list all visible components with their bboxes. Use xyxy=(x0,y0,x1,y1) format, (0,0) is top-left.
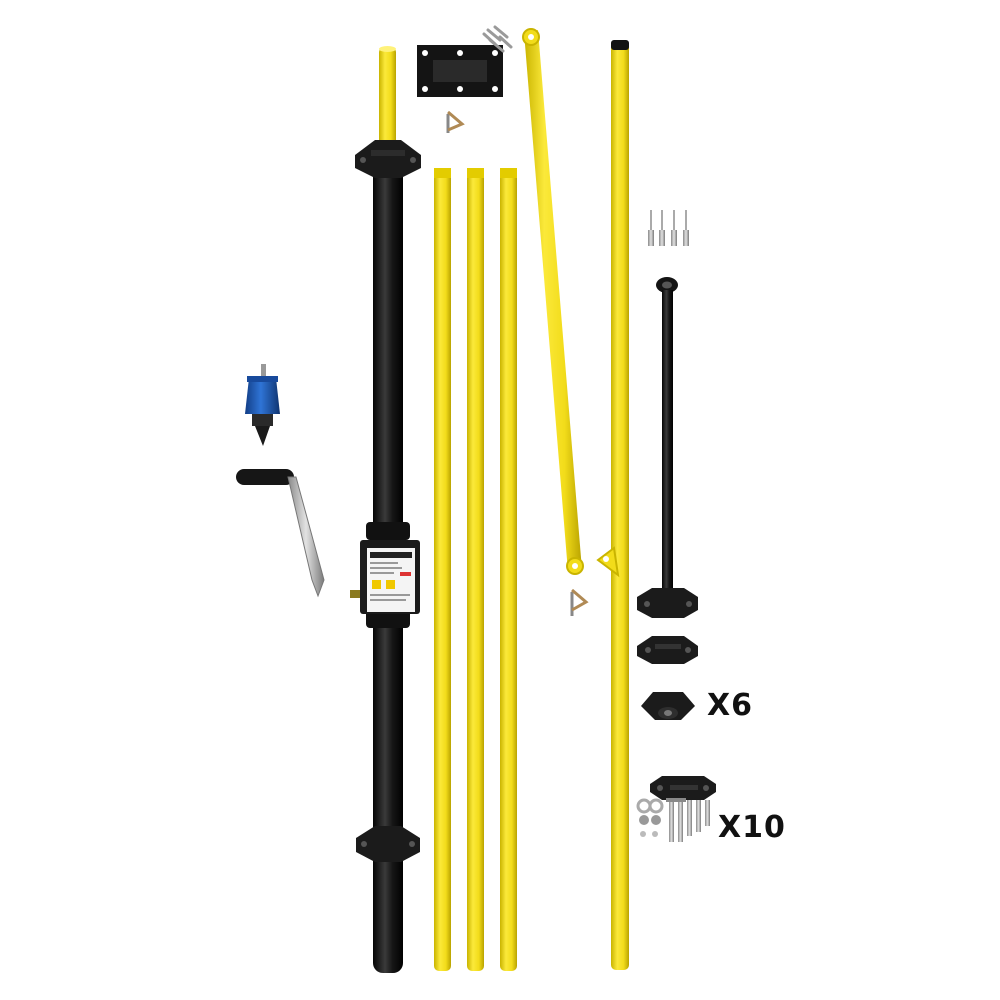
cone-bracket xyxy=(641,692,695,720)
strap-bracket xyxy=(650,776,716,800)
quantity-label-x6: X6 xyxy=(707,688,754,723)
crank-handle xyxy=(236,469,325,598)
blue-rivet-adapter xyxy=(245,364,280,446)
yellow-long-pole xyxy=(596,40,629,970)
yellow-top-pole xyxy=(379,46,396,157)
mounting-plate xyxy=(417,45,503,97)
winch-box xyxy=(350,540,420,614)
quantity-label-x10: X10 xyxy=(718,810,786,845)
mount-screws xyxy=(482,25,513,53)
bolt-kit xyxy=(636,798,710,842)
mast-bottom-bracket xyxy=(356,826,420,862)
flat-bracket xyxy=(637,636,698,664)
rivets xyxy=(648,210,689,246)
lock-pin xyxy=(446,110,465,133)
black-t-arm xyxy=(637,277,698,618)
yellow-pole-sections xyxy=(434,168,517,971)
lock-pin-2 xyxy=(570,588,589,616)
yellow-angled-brace xyxy=(522,28,584,575)
mast-top-bracket xyxy=(355,140,421,178)
